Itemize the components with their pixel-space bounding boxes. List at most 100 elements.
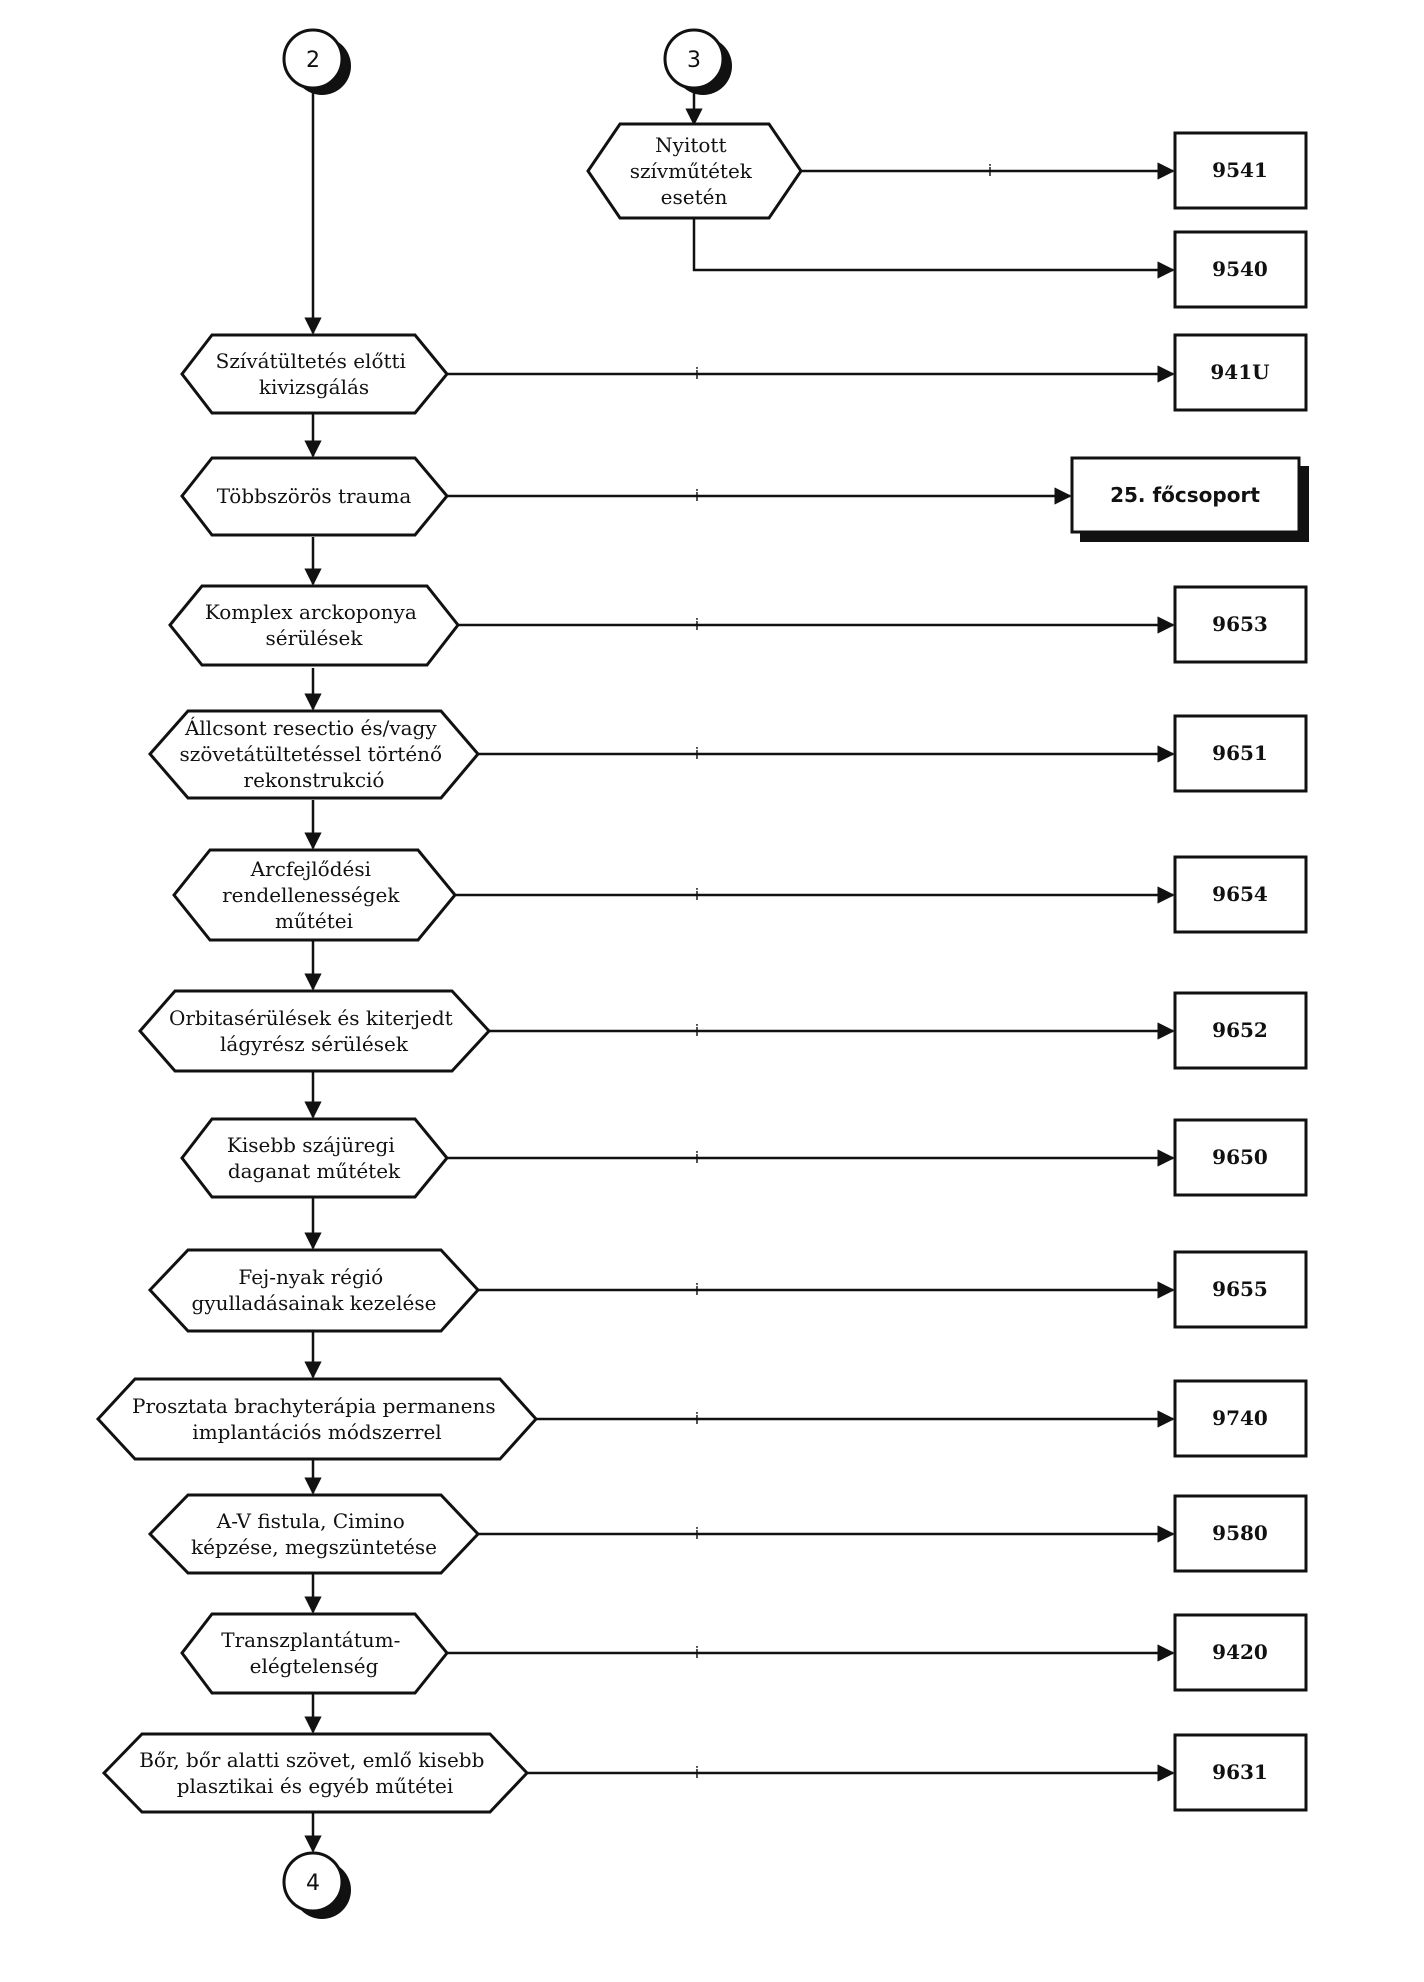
- node-tobbszoros-line-1: Többszörös trauma: [217, 484, 412, 508]
- code-box-9654: 9654: [1173, 855, 1308, 934]
- code-box-9652-label: 9652: [1212, 1018, 1268, 1042]
- code-box-9541: 9541: [1173, 131, 1308, 210]
- node-bor-line-1: Bőr, bőr alatti szövet, emlő kisebb: [139, 1748, 484, 1772]
- svg-text:Orbitasérülések és kiterjedt: Orbitasérülések és kiterjedt lágyrész sé…: [169, 1006, 459, 1056]
- connector-4: 4: [282, 1851, 351, 1919]
- edge-label: i: [695, 1643, 699, 1662]
- code-box-9653-label: 9653: [1212, 612, 1268, 636]
- node-prosztata: Prosztata brachyterápia permanens implan…: [95, 1377, 539, 1461]
- code-box-9651: 9651: [1173, 714, 1308, 793]
- node-orbita: Orbitasérülések és kiterjedt lágyrész sé…: [138, 989, 492, 1073]
- svg-text:Arcfejlődési rendellenes: Arcfejlődési rendellenességek műtétei: [222, 857, 406, 933]
- connector-3-label: 3: [687, 48, 701, 73]
- edge-label: i: [695, 364, 699, 383]
- code-box-9654-label: 9654: [1212, 882, 1268, 906]
- edge-label: i: [695, 1148, 699, 1167]
- code-box-9651-label: 9651: [1212, 741, 1268, 765]
- node-arcfejlodesi-line-3: műtétei: [275, 909, 353, 933]
- code-box-9655-label: 9655: [1212, 1277, 1268, 1301]
- code-box-25-focsoport-label: 25. főcsoport: [1110, 483, 1260, 507]
- node-transzplant: Transzplantátum- elégtelenség: [180, 1612, 449, 1695]
- connector-4-label: 4: [306, 1871, 320, 1896]
- node-nyitott-line-3: esetén: [661, 185, 728, 209]
- svg-text:Komplex arckoponya sérül: Komplex arckoponya sérülések: [205, 600, 423, 650]
- code-box-9740-label: 9740: [1212, 1406, 1268, 1430]
- code-box-9650: 9650: [1173, 1118, 1308, 1197]
- node-kisebb: Kisebb szájüregi daganat műtétek: [180, 1117, 449, 1199]
- svg-text:Szívátültetés előtti kiv: Szívátültetés előtti kivizsgálás: [216, 349, 413, 399]
- code-box-9541-label: 9541: [1212, 158, 1268, 182]
- yes-branch-lines: i i i i i i i i i i i i: [447, 364, 1175, 1782]
- svg-text:Transzplantátum- elégtel: Transzplantátum- elégtelenség: [221, 1628, 406, 1678]
- edge-label: i: [695, 615, 699, 634]
- code-box-9631-label: 9631: [1212, 1760, 1268, 1784]
- svg-text:Fej-nyak régió gyulladás: Fej-nyak régió gyulladásainak kezelése: [192, 1265, 437, 1315]
- node-kisebb-line-1: Kisebb szájüregi: [227, 1133, 395, 1157]
- node-arcfejlodesi: Arcfejlődési rendellenességek műtétei: [172, 848, 457, 942]
- node-transzplant-line-2: elégtelenség: [250, 1654, 379, 1678]
- svg-text:A-V fistula, Cimino képz: A-V fistula, Cimino képzése, megszünteté…: [191, 1509, 437, 1559]
- node-fejnyak-line-2: gyulladásainak kezelése: [192, 1291, 437, 1315]
- edge-label: i: [695, 744, 699, 763]
- node-arcfejlodesi-line-1: Arcfejlődési: [250, 857, 371, 881]
- node-avfistula: A-V fistula, Cimino képzése, megszünteté…: [147, 1493, 481, 1575]
- node-kisebb-line-2: daganat műtétek: [228, 1159, 401, 1183]
- branch-3-lines: i: [685, 88, 1175, 279]
- code-box-9631: 9631: [1173, 1733, 1308, 1812]
- node-szivatultetes-line-2: kivizsgálás: [259, 375, 369, 399]
- code-box-9655: 9655: [1173, 1250, 1308, 1329]
- node-avfistula-line-2: képzése, megszüntetése: [191, 1535, 437, 1559]
- code-box-9580-label: 9580: [1212, 1521, 1268, 1545]
- node-bor-line-2: plasztikai és egyéb műtétei: [177, 1774, 454, 1798]
- node-nyitott-line-2: szívműtétek: [630, 159, 753, 183]
- node-komplex-line-2: sérülések: [266, 626, 364, 650]
- edge-label: i: [695, 885, 699, 904]
- svg-text:Nyitott szívműtétek: Nyitott szívműtétek esetén: [630, 133, 759, 209]
- code-box-25-focsoport: 25. főcsoport: [1070, 456, 1309, 542]
- code-box-941U: 941U: [1173, 333, 1308, 412]
- code-box-9650-label: 9650: [1212, 1145, 1268, 1169]
- node-prosztata-line-1: Prosztata brachyterápia permanens: [132, 1394, 496, 1418]
- connector-3: 3: [663, 28, 732, 95]
- node-transzplant-line-1: Transzplantátum-: [221, 1628, 400, 1652]
- connector-2-label: 2: [306, 48, 320, 73]
- edge-label: i: [695, 1409, 699, 1428]
- code-box-9652: 9652: [1173, 991, 1308, 1070]
- edge-label: i: [695, 486, 699, 505]
- node-arcfejlodesi-line-2: rendellenességek: [222, 883, 400, 907]
- svg-text:Többszörös trauma: Többszörös trauma: [217, 484, 412, 508]
- svg-text:Állcsont resectio és/vagy: Állcsont resectio és/vagy szövetátülteté…: [180, 716, 449, 792]
- node-komplex: Komplex arckoponya sérülések: [168, 584, 460, 667]
- code-box-9580: 9580: [1173, 1494, 1308, 1573]
- node-nyitott: Nyitott szívműtétek esetén: [586, 122, 803, 220]
- node-szivatultetes-line-1: Szívátültetés előtti: [216, 349, 406, 373]
- svg-text:Prosztata brachyterápia perman: Prosztata brachyterápia permanens implan…: [132, 1394, 502, 1444]
- node-komplex-line-1: Komplex arckoponya: [205, 600, 417, 624]
- edge-label: i: [695, 1021, 699, 1040]
- code-box-9540: 9540: [1173, 230, 1308, 309]
- node-nyitott-line-1: Nyitott: [655, 133, 726, 157]
- svg-text:Kisebb szájüregi daganat: Kisebb szájüregi daganat műtétek: [227, 1133, 401, 1183]
- code-box-9420: 9420: [1173, 1613, 1308, 1692]
- node-orbita-line-1: Orbitasérülések és kiterjedt: [169, 1006, 453, 1030]
- code-box-941U-label: 941U: [1210, 360, 1269, 384]
- node-szivatultetes: Szívátültetés előtti kivizsgálás: [180, 333, 449, 415]
- node-allcsont-line-3: rekonstrukció: [244, 768, 385, 792]
- svg-text:Bőr, bőr alatti szövet, emlő k: Bőr, bőr alatti szövet, emlő kisebb plas…: [139, 1748, 491, 1798]
- edge-label: i: [695, 1280, 699, 1299]
- node-allcsont: Állcsont resectio és/vagy szövetátülteté…: [148, 709, 480, 800]
- node-tobbszoros: Többszörös trauma: [180, 456, 449, 537]
- edge-label: i: [988, 161, 992, 180]
- node-prosztata-line-2: implantációs módszerrel: [192, 1420, 441, 1444]
- connector-2: 2: [282, 28, 351, 95]
- edge-label: i: [695, 1763, 699, 1782]
- code-box-9540-label: 9540: [1212, 257, 1268, 281]
- edge-label: i: [695, 1524, 699, 1543]
- node-fejnyak: Fej-nyak régió gyulladásainak kezelése: [147, 1248, 481, 1333]
- node-fejnyak-line-1: Fej-nyak régió: [238, 1265, 383, 1289]
- node-bor: Bőr, bőr alatti szövet, emlő kisebb plas…: [101, 1732, 530, 1814]
- node-allcsont-line-1: Állcsont resectio és/vagy: [184, 716, 437, 740]
- code-box-9653: 9653: [1173, 585, 1308, 664]
- node-orbita-line-2: lágyrész sérülések: [220, 1032, 409, 1056]
